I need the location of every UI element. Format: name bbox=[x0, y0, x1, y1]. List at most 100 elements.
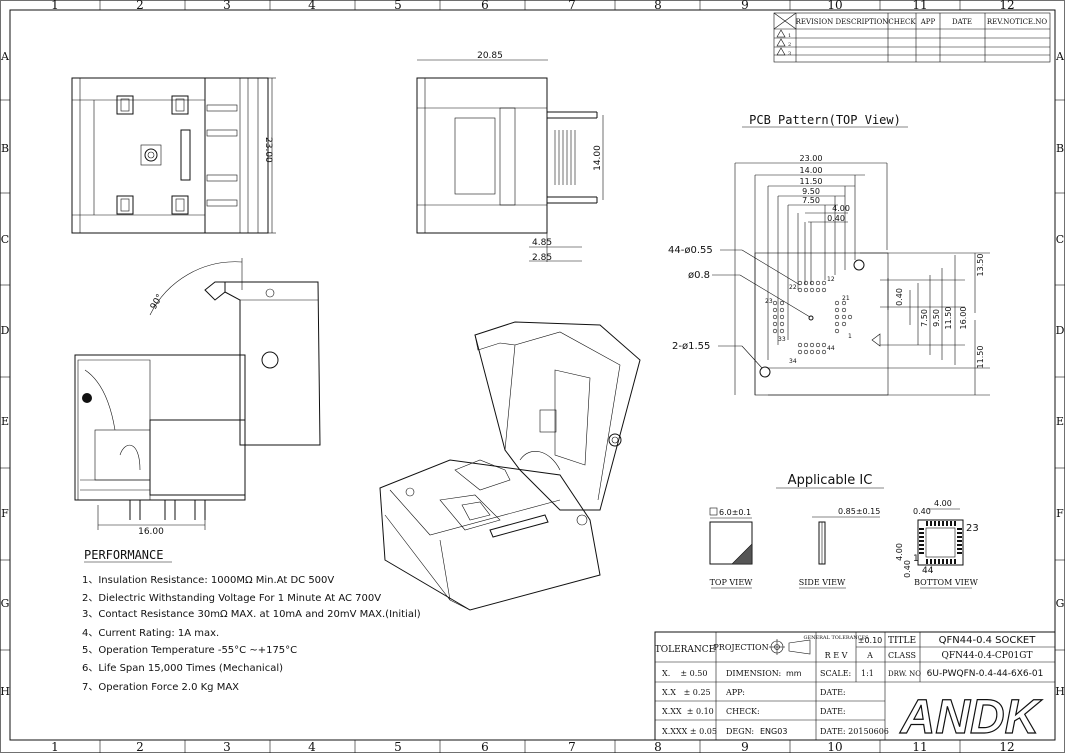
rev-header-notice: REV.NOTICE.NO bbox=[987, 18, 1048, 26]
tb-check-label: CHECK: bbox=[726, 707, 760, 716]
ic-pitch-top: 4.00 bbox=[934, 499, 952, 508]
tb-desgn-value: ENG03 bbox=[760, 727, 787, 736]
performance-item-3: 3、Contact Resistance 30mΩ MAX. at 10mA a… bbox=[82, 609, 421, 620]
col-label-2: 2 bbox=[136, 0, 144, 12]
side-view: 90° 16.00 bbox=[74, 258, 321, 537]
pin-44: 44 bbox=[827, 345, 835, 352]
performance-item-6: 6、Life Span 15,000 Times (Mechanical) bbox=[82, 663, 283, 674]
dim-285: 2.85 bbox=[532, 253, 552, 263]
tb-tolerance: TOLERANCE bbox=[655, 645, 716, 655]
ic-thickness: 0.85±0.15 bbox=[838, 507, 880, 516]
tb-dimension-unit: mm bbox=[786, 669, 802, 678]
tb-desgn-label: DEGN: bbox=[726, 727, 754, 736]
pin-34: 34 bbox=[789, 358, 797, 365]
row-label-a: A bbox=[0, 50, 10, 63]
tb-tol-value: ±0.10 bbox=[858, 636, 883, 645]
tb-app-label: APP: bbox=[725, 688, 745, 697]
tb-dimension-label: DIMENSION: bbox=[726, 669, 781, 678]
pad-callout: 44-ø0.55 bbox=[668, 245, 713, 256]
ic-body-size: 6.0±0.1 bbox=[719, 508, 751, 517]
ic-bottom-view bbox=[917, 519, 964, 566]
tb-title-label: TITLE bbox=[888, 636, 916, 646]
performance-item-4: 4、Current Rating: 1A max. bbox=[82, 628, 219, 639]
pcb-dim-750: 7.50 bbox=[802, 196, 820, 205]
col-label-5-bottom: 5 bbox=[394, 740, 402, 753]
ic-top-view bbox=[709, 521, 753, 565]
row-label-e: E bbox=[1, 415, 9, 428]
row-label-f: F bbox=[1, 507, 9, 520]
top-view-left: 23.00 bbox=[71, 77, 276, 234]
tb-title-value: QFN44-0.4 SOCKET bbox=[939, 635, 1037, 646]
ic-bottom-view-label: BOTTOM VIEW bbox=[914, 578, 978, 587]
col-label-12: 12 bbox=[999, 0, 1014, 12]
row-label-g: G bbox=[1, 597, 10, 610]
rev-header-check: CHECK bbox=[888, 18, 916, 26]
tb-scale-value: 1:1 bbox=[861, 669, 874, 678]
tb-class-label: CLASS bbox=[888, 651, 916, 660]
col-label-7: 7 bbox=[568, 0, 576, 12]
revision-table: REVISION DESCRIPTION CHECK APP DATE REV.… bbox=[773, 12, 1051, 63]
sheet-border bbox=[9, 9, 1056, 741]
row-label-c: C bbox=[1, 233, 9, 246]
performance-item-7: 7、Operation Force 2.0 Kg MAX bbox=[82, 682, 239, 693]
mount-hole-bottom bbox=[759, 366, 771, 378]
column-labels-top: 1 2 3 4 5 6 7 8 9 10 11 12 bbox=[51, 0, 1014, 12]
rev-header-date: DATE bbox=[952, 18, 972, 26]
row-label-a-right: A bbox=[1055, 50, 1065, 63]
pcb-dim-040: 0.40 bbox=[827, 214, 845, 223]
col-label-8: 8 bbox=[654, 0, 662, 12]
col-label-9-bottom: 9 bbox=[741, 740, 749, 753]
pin-1: 1 bbox=[848, 333, 852, 340]
row-label-e-right: E bbox=[1056, 415, 1064, 428]
ic-top-view-label: TOP VIEW bbox=[710, 578, 754, 587]
row-label-h-right: H bbox=[1055, 685, 1065, 698]
hole-callout: ø0.8 bbox=[688, 270, 710, 281]
tb-tol-row-2: X.X ± 0.25 bbox=[662, 688, 711, 697]
dim-angle: 90° bbox=[149, 293, 166, 312]
col-label-4: 4 bbox=[308, 0, 316, 12]
tb-tol-row-4: X.XXX ± 0.05 bbox=[662, 727, 717, 736]
rev-header-app: APP bbox=[920, 18, 936, 26]
performance-item-2: 2、Dielectric Withstanding Voltage For 1 … bbox=[82, 593, 381, 604]
column-ticks bbox=[99, 0, 961, 753]
ic-pins bbox=[919, 521, 962, 564]
tb-rev-value: A bbox=[866, 651, 873, 660]
col-label-10: 10 bbox=[827, 0, 842, 12]
col-label-7-bottom: 7 bbox=[568, 740, 576, 753]
mount-callout: 2-ø1.55 bbox=[672, 341, 710, 352]
row-label-f-right: F bbox=[1056, 507, 1064, 520]
applicable-ic-title: Applicable IC bbox=[788, 473, 873, 488]
pin-33: 33 bbox=[778, 336, 786, 343]
performance-title: PERFORMANCE bbox=[84, 548, 163, 562]
dim-16: 16.00 bbox=[138, 527, 164, 537]
col-label-8-bottom: 8 bbox=[654, 740, 662, 753]
ic-side-view-label: SIDE VIEW bbox=[799, 578, 846, 587]
tb-drw-label: DRW. NO bbox=[888, 670, 921, 678]
row-label-d: D bbox=[1, 324, 10, 337]
tb-tol-row-1: X. ± 0.50 bbox=[662, 669, 707, 678]
tb-drw-value: 6U-PWQFN-0.4-44-6X6-01 bbox=[927, 669, 1044, 679]
center-hole bbox=[808, 315, 814, 321]
pcb-pads bbox=[772, 280, 853, 355]
pcb-dim-1400: 14.00 bbox=[800, 166, 823, 175]
tb-date-label-2: DATE: bbox=[820, 707, 846, 716]
row-label-c-right: C bbox=[1056, 233, 1064, 246]
performance-section: PERFORMANCE 1、Insulation Resistance: 100… bbox=[82, 548, 421, 693]
tb-scale-label: SCALE: bbox=[820, 669, 851, 678]
pcb-dim-r950: 9.50 bbox=[932, 309, 941, 327]
ic-pad-top: 0.40 bbox=[913, 507, 931, 516]
column-labels-bottom: 1 2 3 4 5 6 7 8 9 10 11 12 bbox=[51, 740, 1014, 753]
tb-rev-label: R E V bbox=[825, 651, 848, 660]
ic-pin-1: 1 bbox=[913, 554, 919, 564]
col-label-1-bottom: 1 bbox=[51, 740, 59, 753]
col-label-6-bottom: 6 bbox=[481, 740, 489, 753]
rev-header-desc: REVISION DESCRIPTION bbox=[796, 18, 889, 26]
col-label-11-bottom: 11 bbox=[912, 740, 927, 753]
pcb-pattern: PCB Pattern(TOP View) 23.00 14.00 11.50 … bbox=[668, 113, 990, 396]
rev-row-1: 1 bbox=[788, 33, 791, 39]
row-label-h: H bbox=[0, 685, 10, 698]
pcb-dim-r1150: 11.50 bbox=[944, 307, 953, 330]
col-label-3: 3 bbox=[223, 0, 231, 12]
pcb-title: PCB Pattern(TOP View) bbox=[749, 113, 901, 127]
